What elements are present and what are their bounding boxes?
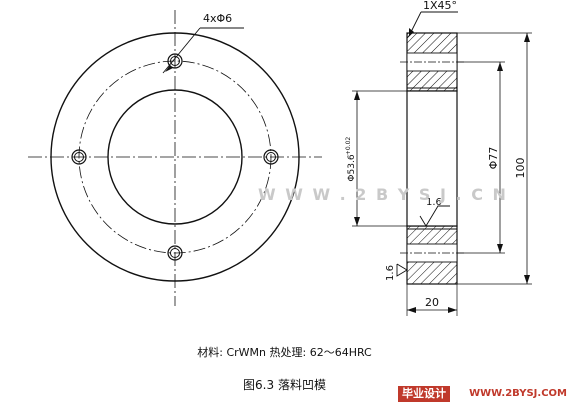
dim-20-arrow-right	[448, 307, 457, 313]
dim-77-arrow-bot	[497, 244, 503, 253]
hole-bottom	[167, 245, 183, 261]
holes-leader	[162, 27, 201, 74]
hole-right	[263, 149, 279, 165]
dim-53-arrow-bot	[354, 217, 360, 226]
dim-53-label: Φ53.6	[347, 154, 357, 181]
section-view	[352, 11, 532, 316]
dim-53-tolerance: +0.02	[345, 137, 352, 156]
figure-caption: 图6.3 落料凹模	[243, 378, 326, 392]
dim-77-arrow-top	[497, 62, 503, 71]
roughness-top-label: 1.6	[426, 197, 442, 208]
footer-url: WWW.2BYSJ.COM	[469, 388, 567, 399]
roughness-side-label: 1.6	[385, 265, 396, 281]
chamfer-label: 1X45°	[423, 0, 457, 12]
dim-100-label: 100	[514, 158, 527, 179]
dim-100-arrow-top	[524, 33, 530, 42]
front-view	[28, 10, 322, 306]
hole-left	[71, 149, 87, 165]
chamfer-arrow	[409, 28, 414, 36]
dim-77-label: Φ77	[487, 147, 500, 170]
material-caption: 材料: CrWMn 热处理: 62～64HRC	[197, 346, 372, 359]
site-footer: 毕业设计 WWW.2BYSJ.COM	[398, 386, 569, 402]
dim-100-arrow-bot	[524, 275, 530, 284]
roughness-top-symbol	[419, 205, 450, 227]
roughness-side-symbol	[396, 263, 408, 277]
bore-area	[406, 90, 458, 227]
holes-leader-arrow	[165, 65, 173, 72]
footer-badge: 毕业设计	[398, 386, 450, 402]
dim-20-arrow-left	[407, 307, 416, 313]
holes-label: 4xΦ6	[203, 12, 232, 25]
hole-top	[167, 53, 183, 69]
dim-53-arrow-top	[354, 91, 360, 100]
watermark: W W W . 2 B Y S J . C N	[258, 185, 508, 204]
dim-20-label: 20	[425, 296, 439, 309]
